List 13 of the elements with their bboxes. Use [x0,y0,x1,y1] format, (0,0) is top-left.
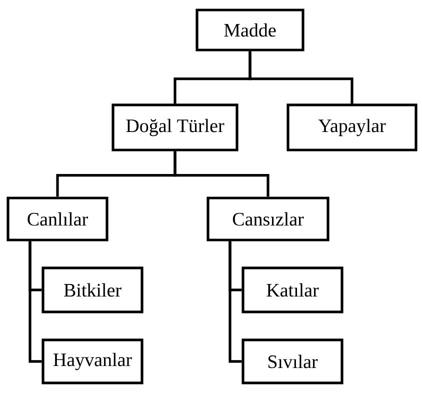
connector-line [174,151,270,197]
category-box: Madde [196,8,304,52]
category-box: Doğal Türler [112,104,238,152]
category-box: Cansızlar [206,196,330,242]
category-box: Katılar [242,266,344,314]
category-box: Sıvılar [242,338,344,384]
connector-line [28,241,42,363]
category-box: Bitkiler [42,266,144,314]
category-box: Canlılar [6,196,108,242]
connector-line [228,241,242,363]
category-box: Yapaylar [286,104,418,152]
category-box: Hayvanlar [42,338,144,384]
connector-line [248,51,354,104]
